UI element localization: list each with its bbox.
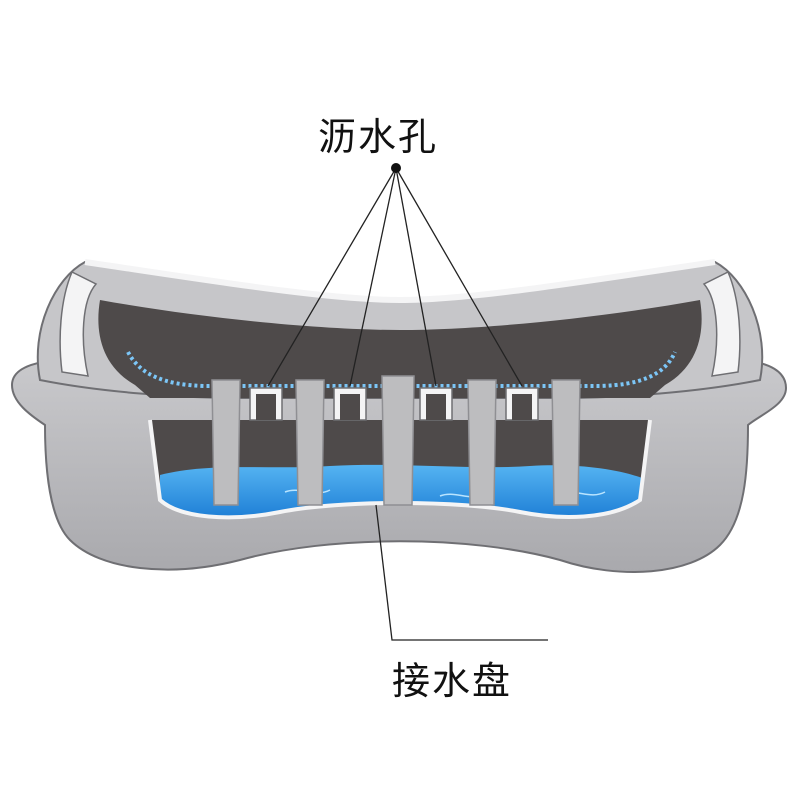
drain-channel: [126, 351, 677, 388]
drain-holes-label: 沥水孔: [318, 115, 439, 159]
drip-tray-label: 接水盘: [392, 659, 513, 703]
dish-inner-cavity: [98, 300, 702, 398]
drain-hole-leader-lines: [267, 167, 523, 387]
rim-highlight: [59, 270, 741, 377]
leader-dot: [391, 163, 401, 173]
drip-tray-leader-line: [375, 504, 548, 641]
support-posts: [211, 375, 581, 506]
drain-hole-inner: [256, 394, 532, 420]
rim-top-edge: [84, 259, 716, 304]
